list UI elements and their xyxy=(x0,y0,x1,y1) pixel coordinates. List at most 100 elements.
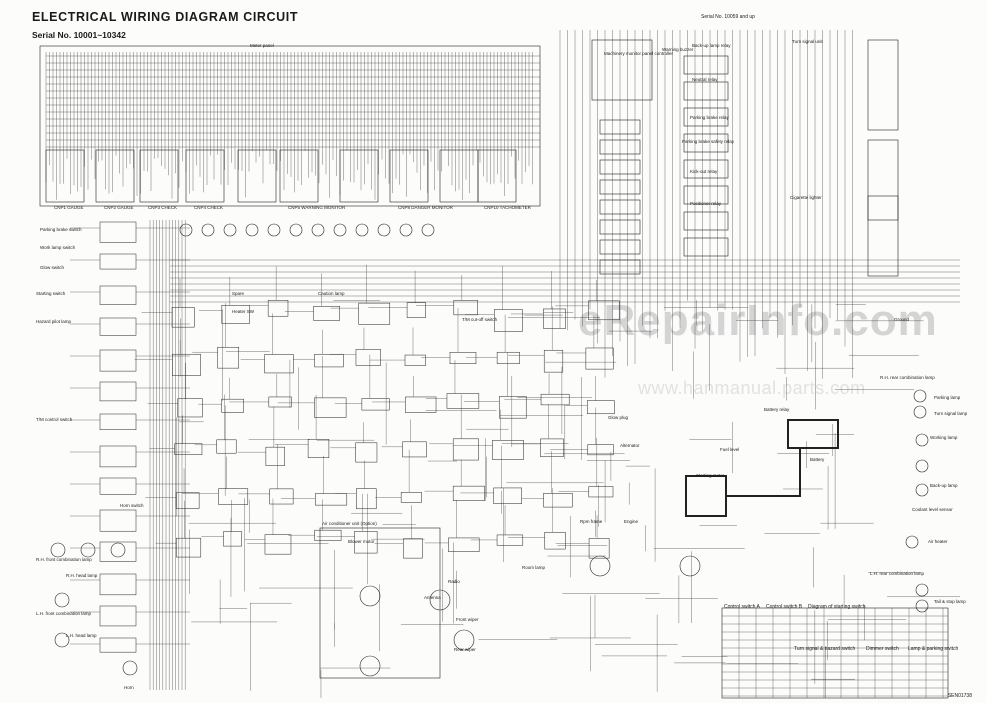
connector xyxy=(587,400,615,415)
connector xyxy=(221,305,250,324)
starting-motor-symbol xyxy=(685,475,727,517)
room-lamp-label: Room lamp xyxy=(522,565,546,570)
circuit-breaker-box xyxy=(867,195,899,277)
meter-panel-label: Meter panel xyxy=(250,43,274,48)
motor-symbol xyxy=(589,555,611,577)
dimmer-table-header: Dimmer switch xyxy=(866,646,899,652)
glow-plug-label: Glow plug xyxy=(608,415,629,420)
connector xyxy=(314,353,344,368)
connector xyxy=(218,488,249,505)
rh-head-lamp-label: R.H. head lamp xyxy=(66,573,98,578)
heater-sw-label: Heater SW xyxy=(232,309,255,314)
connector xyxy=(453,300,478,316)
motor-symbol xyxy=(679,555,701,577)
starting-switch-label: Starting switch xyxy=(36,291,66,296)
connector xyxy=(496,534,524,546)
alternator-label: Alternator xyxy=(620,443,640,448)
connector xyxy=(174,443,203,455)
spare-label: Spare xyxy=(232,291,245,296)
caution-lamp-label: Caution lamp xyxy=(318,291,345,296)
connector xyxy=(314,529,342,541)
gauge-block xyxy=(237,149,277,203)
switch-table xyxy=(721,607,949,699)
danger8-label: CNP8 DANGER MONITOR xyxy=(398,205,453,210)
lamp-symbol xyxy=(913,405,927,419)
connector xyxy=(177,398,203,418)
gauge-symbol xyxy=(421,223,435,237)
gauge1-label: CNP1 GAUGE xyxy=(54,205,84,210)
connector xyxy=(171,307,195,328)
connector xyxy=(176,537,202,558)
lh-combination-label: L.H. front combination lamp xyxy=(36,611,92,616)
relay-block xyxy=(599,239,641,255)
connector xyxy=(356,488,377,510)
connector xyxy=(99,381,137,402)
tm-cut-off-label: T/M cut-off switch xyxy=(462,317,498,322)
page-code: SEN01738 xyxy=(947,693,972,699)
battery-label: Battery xyxy=(810,457,825,462)
hazard-lamp-label: Hazard pilot lamp xyxy=(36,319,72,324)
gauge-symbol xyxy=(267,223,281,237)
connector xyxy=(449,352,477,364)
connector xyxy=(540,438,564,457)
serial-number: Serial No. 10001~10342 xyxy=(32,30,126,40)
relay-block xyxy=(683,211,729,231)
turn-signal-label: Turn signal unit xyxy=(792,39,823,44)
starting-diagram-table-header: Diagram of starting switch xyxy=(808,604,866,610)
connector xyxy=(269,488,294,505)
lamp-symbol xyxy=(110,542,126,558)
connector xyxy=(99,253,137,270)
parking-brake-relay-label: Parking brake relay xyxy=(690,115,729,120)
connector xyxy=(448,537,480,552)
antenna-label: Antenna xyxy=(424,595,441,600)
connector xyxy=(99,605,137,627)
diagram-title: ELECTRICAL WIRING DIAGRAM CIRCUIT xyxy=(32,10,299,24)
air-heater-label: Air heater xyxy=(928,539,948,544)
tacho-label: CNP10 TACHOMETER xyxy=(484,205,531,210)
connector xyxy=(496,351,520,364)
relay-block xyxy=(683,81,729,101)
relay-block xyxy=(683,55,729,75)
connector xyxy=(99,637,137,653)
back-up-lamp-label: Back-up lamp xyxy=(930,483,958,488)
lamp-symbol xyxy=(915,483,929,497)
air-conditioner-label: Air conditioner unit (Option) xyxy=(322,521,377,526)
coolant-sensor-label: Coolant level sensor xyxy=(912,507,953,512)
connector xyxy=(406,302,426,318)
kick-out-relay-label: Kick-out relay xyxy=(690,169,718,174)
gauge-block xyxy=(477,149,517,203)
working-lamp-label: Working lamp xyxy=(930,435,958,440)
connector xyxy=(452,485,485,501)
connector xyxy=(172,353,201,376)
gauge-block xyxy=(45,149,85,203)
connector xyxy=(314,397,347,418)
connector xyxy=(452,438,479,461)
turn-signal-table-header: Turn signal & hazard switch xyxy=(794,646,856,652)
lamp-symbol xyxy=(915,599,929,613)
connector xyxy=(99,317,137,336)
parking-lamp-label: Parking lamp xyxy=(934,395,961,400)
boxes-layer xyxy=(39,39,949,699)
connector xyxy=(585,347,614,370)
relay-block xyxy=(683,159,729,179)
radio-label: Radio xyxy=(448,579,460,584)
circuit-breaker-box xyxy=(867,39,899,131)
connector xyxy=(315,493,348,506)
backup-lamp-relay-label: Back-up lamp relay xyxy=(692,43,731,48)
connector xyxy=(358,302,391,325)
connectors-layer xyxy=(99,221,620,653)
lamp-symbol xyxy=(915,459,929,473)
connector xyxy=(99,573,137,596)
connector xyxy=(540,393,570,406)
gauge-block xyxy=(185,149,225,203)
relay-block xyxy=(683,107,729,127)
lamp-symbol xyxy=(54,632,70,648)
lamp-parking-table-header: Lamp & parking switch xyxy=(908,646,959,652)
connector xyxy=(267,300,289,317)
relay-block xyxy=(683,185,729,205)
lh-rear-combination-label: L.H. rear combination lamp xyxy=(870,571,925,576)
rpm-frame-label: Rpm frame xyxy=(580,519,603,524)
check3-label: CNP3 CHECK xyxy=(148,205,178,210)
gauge-block xyxy=(95,149,135,203)
air-conditioner-box xyxy=(319,527,441,679)
